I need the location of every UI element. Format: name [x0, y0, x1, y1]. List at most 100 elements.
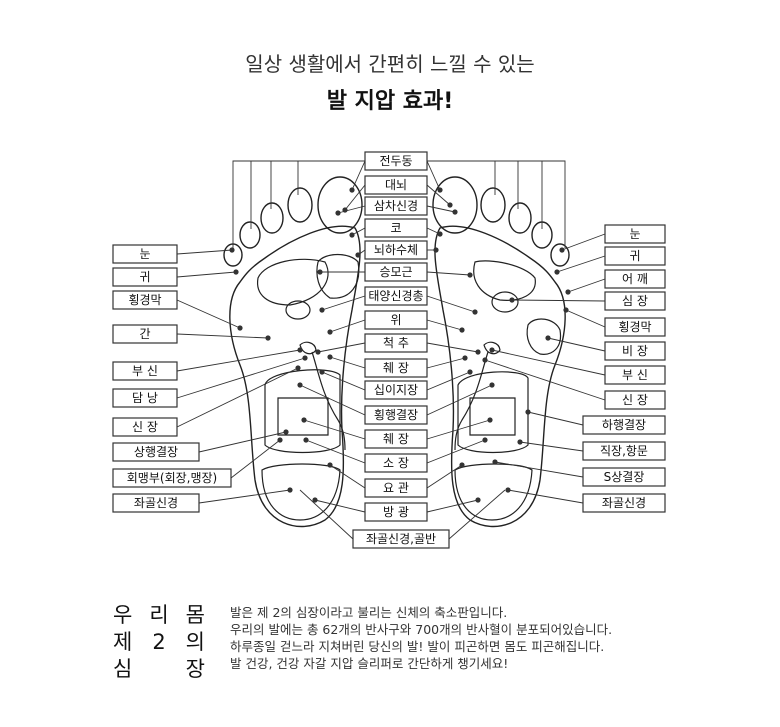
right-label-9: 하행결장: [582, 415, 666, 435]
left-organ-adrenal: [299, 341, 317, 355]
body-line-2: 우리의 발에는 총 62개의 반사구와 700개의 반사혈이 분포되어있습니다.: [230, 622, 613, 637]
svg-text:눈: 눈: [139, 247, 150, 261]
right-label-2: 귀: [604, 246, 666, 266]
svg-text:담 낭: 담 낭: [132, 391, 158, 405]
right-toe-5: [550, 243, 570, 267]
svg-text:승모근: 승모근: [379, 265, 412, 279]
right-organ-ureter: [454, 351, 489, 451]
right-label-7: 부 신: [604, 365, 666, 385]
svg-text:횡경막: 횡경막: [128, 293, 161, 307]
page-title: 발 지압 효과!: [326, 89, 454, 114]
svg-text:좌골신경: 좌골신경: [602, 496, 646, 510]
bottom-label-sciatic-pelvis: 좌골신경,골반: [352, 529, 450, 549]
right-label-5: 횡경막: [604, 317, 666, 337]
leader-lines: [176, 160, 606, 540]
right-foot-outline: [434, 225, 566, 528]
svg-text:횡경막: 횡경막: [618, 320, 651, 334]
left-organ-kidney: [285, 300, 311, 320]
left-toe-1: [317, 176, 363, 234]
center-label-10: 췌 장: [364, 358, 428, 378]
svg-text:심 장: 심 장: [622, 294, 648, 308]
center-label-4: 코: [364, 218, 428, 238]
body-line-3: 하루종일 걷느라 지쳐버린 당신의 발! 발이 피곤하면 몸도 피곤해집니다.: [230, 639, 605, 654]
bottom-label: 좌골신경,골반: [352, 529, 450, 549]
left-label-9: 회맹부(회장,맹장): [112, 468, 232, 488]
right-label-10: 직장,항문: [582, 441, 666, 461]
right-label-8: 신 장: [604, 390, 666, 410]
left-organ-heel: [261, 463, 341, 521]
right-organ-spleen: [526, 318, 562, 355]
right-label-1: 눈: [604, 224, 666, 244]
body-line-4: 발 건강, 건강 자갈 지압 슬리퍼로 간단하게 챙기세요!: [230, 656, 509, 671]
svg-text:신 장: 신 장: [622, 393, 648, 407]
center-label-1: 전두동: [364, 151, 428, 171]
left-organ-colon: [264, 369, 341, 454]
svg-text:태양신경총: 태양신경총: [368, 289, 423, 303]
svg-text:전두동: 전두동: [379, 154, 412, 168]
right-organ-shoulder: [473, 260, 536, 301]
left-organ-stomach: [316, 253, 360, 299]
center-label-6: 승모근: [364, 262, 428, 282]
center-label-5: 뇌하수체: [364, 240, 428, 260]
left-label-3: 횡경막: [112, 290, 178, 310]
center-label-7: 태양신경총: [364, 286, 428, 306]
svg-text:횡행결장: 횡행결장: [374, 407, 418, 422]
right-organ-adrenal: [483, 341, 501, 355]
svg-text:상행결장: 상행결장: [134, 444, 178, 459]
svg-text:대뇌: 대뇌: [385, 178, 407, 192]
body-line-1: 발은 제 2의 심장이라고 불리는 신체의 축소판입니다.: [230, 605, 508, 620]
left-toe-3: [260, 202, 284, 234]
left-organ-ureter: [311, 351, 346, 451]
left-label-2: 귀: [112, 267, 178, 287]
right-label-12: 좌골신경: [582, 493, 666, 513]
svg-text:위: 위: [390, 313, 401, 327]
svg-text:췌 장: 췌 장: [383, 432, 409, 446]
left-label-4: 간: [112, 324, 178, 344]
center-label-8: 위: [364, 310, 428, 330]
left-organ-intestine: [277, 397, 329, 436]
center-label-16: 방 광: [364, 502, 428, 522]
center-label-13: 췌 장: [364, 429, 428, 449]
svg-text:귀: 귀: [629, 249, 640, 263]
body-text: 발은 제 2의 심장이라고 불리는 신체의 축소판입니다. 우리의 발에는 총 …: [230, 604, 612, 672]
svg-text:삼차신경: 삼차신경: [374, 199, 418, 213]
center-label-14: 소 장: [364, 453, 428, 473]
right-label-6: 비 장: [604, 341, 666, 361]
svg-text:척 추: 척 추: [383, 336, 409, 350]
center-label-12: 횡행결장: [364, 405, 428, 425]
reflex-points: [229, 187, 571, 503]
svg-text:회맹부(회장,맹장): 회맹부(회장,맹장): [127, 471, 217, 485]
center-label-2: 대뇌: [364, 175, 428, 195]
center-label-15: 요 관: [364, 478, 428, 498]
right-label-4: 심 장: [604, 291, 666, 311]
left-organ-liver: [257, 258, 329, 306]
svg-text:어 깨: 어 깨: [622, 272, 648, 286]
svg-text:방 광: 방 광: [383, 505, 409, 519]
right-toe-3: [508, 202, 532, 234]
svg-text:좌골신경,골반: 좌골신경,골반: [366, 532, 436, 546]
left-toe-2: [287, 187, 313, 223]
svg-text:코: 코: [390, 221, 401, 235]
right-label-11: S상결장: [582, 467, 666, 487]
svg-text:뇌하수체: 뇌하수체: [374, 243, 418, 257]
right-label-3: 어 깨: [604, 269, 666, 289]
svg-text:췌 장: 췌 장: [383, 361, 409, 375]
right-toe-1: [432, 176, 478, 234]
svg-text:부 신: 부 신: [622, 368, 648, 382]
svg-text:간: 간: [139, 327, 150, 341]
center-label-11: 십이지장: [364, 380, 428, 400]
svg-text:신 장: 신 장: [132, 420, 158, 434]
svg-text:눈: 눈: [629, 227, 640, 241]
svg-text:귀: 귀: [139, 270, 150, 284]
center-label-3: 삼차신경: [364, 196, 428, 216]
left-label-8: 상행결장: [112, 442, 200, 462]
svg-text:소 장: 소 장: [383, 456, 409, 470]
svg-text:십이지장: 십이지장: [374, 383, 418, 397]
